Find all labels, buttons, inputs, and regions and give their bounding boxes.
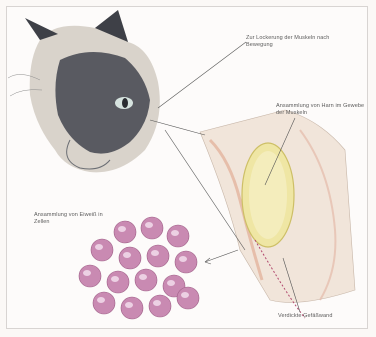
cell-highlight [181,292,189,298]
cell-highlight [95,244,103,250]
cell [93,292,115,314]
label-top: Zur Lockerung der Muskeln nach Bewegung [246,35,356,49]
cell-highlight [125,302,133,308]
cell-highlight [151,250,159,256]
cell-highlight [139,274,147,280]
cell [121,297,143,319]
cell-highlight [111,276,119,282]
cell-highlight [123,252,131,258]
label-middle: Ansammlung von Harn im Gewebe der Muskel… [276,103,366,117]
cell [177,287,199,309]
leader-top [158,42,246,108]
cell [91,239,113,261]
cell-highlight [171,230,179,236]
cell-highlight [145,222,153,228]
tissue-section [200,110,355,318]
cell [175,251,197,273]
cell [149,295,171,317]
cell [141,217,163,239]
cell-highlight [83,270,91,276]
cell-highlight [118,226,126,232]
cell-highlight [153,300,161,306]
label-bottom: Verdickte Gefäßwand [278,313,368,320]
label-left: Ansammlung von Eiweiß in Zellen [34,212,116,226]
cat-head [8,10,160,172]
cell-highlight [167,280,175,286]
cell-cluster [79,217,199,319]
cell [167,225,189,247]
cell [135,269,157,291]
cell [107,271,129,293]
cell-highlight [179,256,187,262]
cell-highlight [97,297,105,303]
cell [114,221,136,243]
cell [119,247,141,269]
cell [79,265,101,287]
cell [147,245,169,267]
